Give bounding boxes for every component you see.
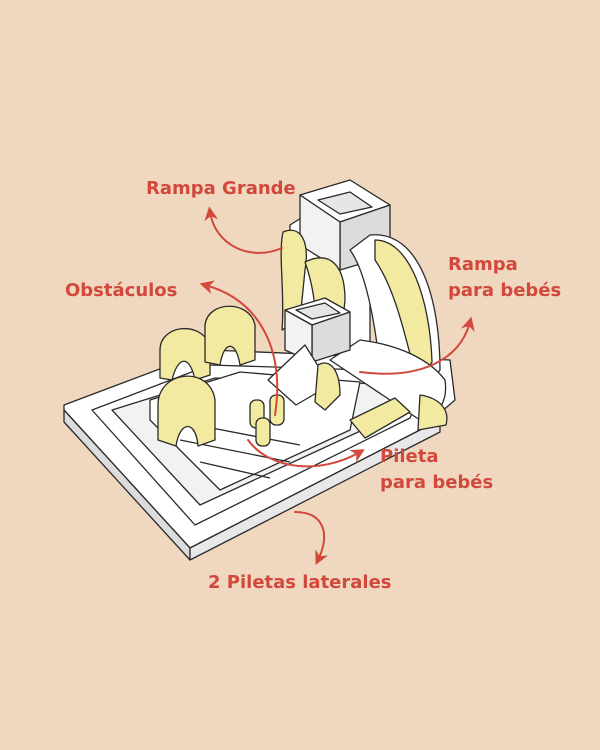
- label-piletas-laterales: 2 Piletas laterales: [208, 570, 392, 596]
- arrow-rampa-grande: [204, 206, 283, 254]
- obstacle-arches: [157, 305, 285, 447]
- label-rampa-para-bebes-line1: Rampa: [448, 254, 518, 275]
- arrow-pileta-bebes: [247, 439, 365, 468]
- baby-slide: [267, 297, 351, 411]
- label-obstaculos-text: Obstáculos: [65, 280, 178, 301]
- label-pileta-para-bebes: Pileta para bebés: [380, 444, 493, 496]
- annotation-arrows: [199, 206, 475, 566]
- arrow-piletas-laterales: [294, 511, 328, 566]
- label-piletas-laterales-text: 2 Piletas laterales: [208, 572, 392, 593]
- label-pileta-para-bebes-line1: Pileta: [380, 446, 439, 467]
- label-rampa-para-bebes: Rampa para bebés: [448, 252, 561, 304]
- label-obstaculos: Obstáculos: [65, 278, 177, 304]
- label-pileta-para-bebes-line2: para bebés: [380, 472, 494, 493]
- inflatable-structure: [63, 179, 456, 561]
- label-rampa-grande-text: Rampa Grande: [146, 178, 296, 199]
- arrow-obstaculos: [199, 280, 279, 416]
- baby-pool-cushion: [349, 397, 411, 439]
- label-rampa-grande: Rampa Grande: [146, 176, 296, 202]
- arrow-rampa-bebes: [359, 316, 475, 375]
- label-rampa-para-bebes-line2: para bebés: [448, 280, 562, 301]
